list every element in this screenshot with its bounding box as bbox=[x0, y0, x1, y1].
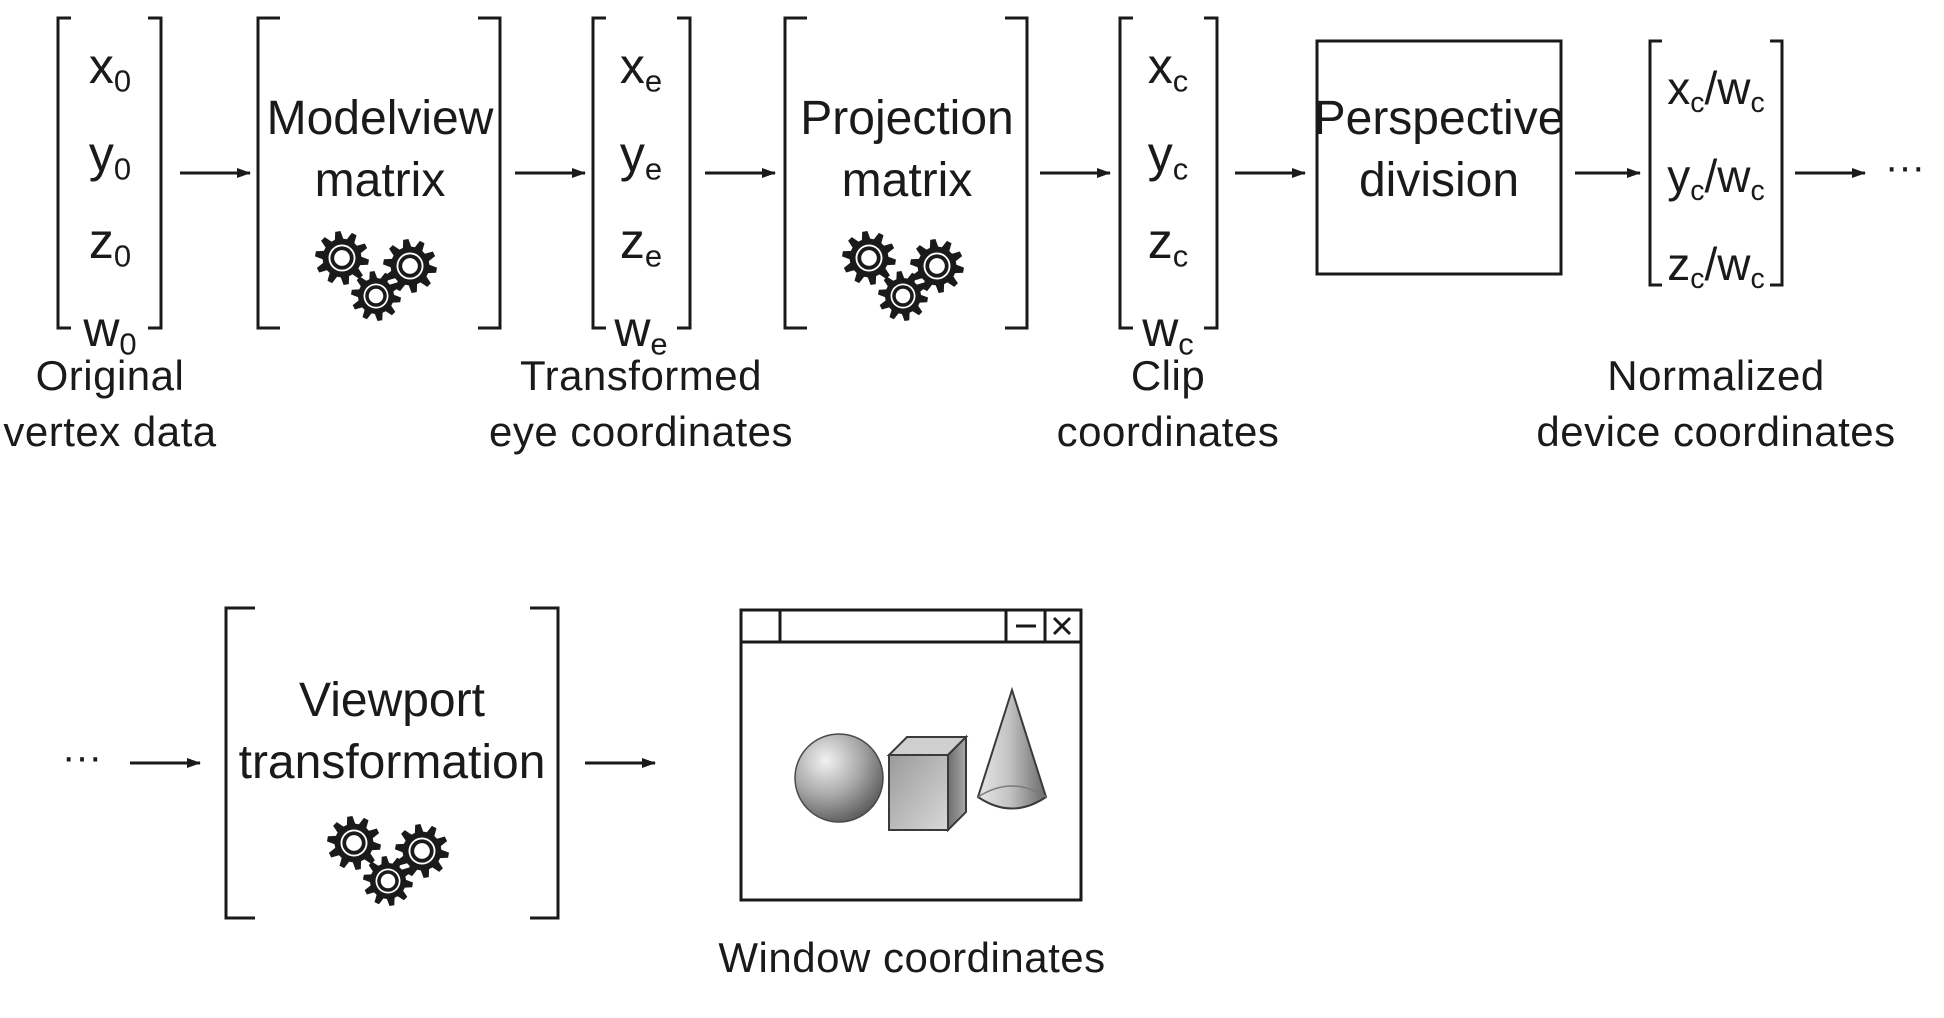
vector-row: wc bbox=[1142, 301, 1194, 362]
perspective-box bbox=[1315, 39, 1563, 276]
eye-vector: xe ye ze we bbox=[614, 30, 667, 381]
bracket-eye bbox=[591, 16, 692, 330]
sphere-shape bbox=[794, 733, 884, 823]
vector-row: zc bbox=[1147, 213, 1189, 275]
bracket-clip bbox=[1118, 16, 1219, 330]
bracket-ndc bbox=[1648, 39, 1784, 287]
caption-ndc: Normalized device coordinates bbox=[1536, 352, 1896, 455]
caption-clip-coordinates: Clip coordinates bbox=[1056, 352, 1280, 455]
projection-label: Projection matrix bbox=[800, 92, 1014, 207]
vector-row: yc/wc bbox=[1667, 149, 1765, 207]
original-vertex-vector: x0 y0 z0 w0 bbox=[83, 30, 136, 381]
caption-eye-coordinates: Transformed eye coordinates bbox=[488, 352, 794, 455]
continuation-dots-end: ··· bbox=[1885, 145, 1925, 189]
perspective-label: Perspective division bbox=[1313, 92, 1565, 207]
caption-original-vertex: Original vertex data bbox=[3, 352, 217, 455]
viewport-label: Viewport transformation bbox=[238, 674, 546, 789]
gear-hub bbox=[365, 285, 387, 307]
gears-icon bbox=[315, 231, 437, 321]
gear-hub bbox=[857, 246, 881, 270]
clip-vector: xc yc zc wc bbox=[1142, 30, 1194, 381]
vector-row: y0 bbox=[88, 125, 132, 187]
continuation-dots-start: ··· bbox=[62, 735, 102, 779]
cube-shape bbox=[886, 734, 969, 833]
window-illustration bbox=[739, 608, 1083, 902]
close-icon bbox=[1043, 610, 1072, 642]
gear-hub bbox=[377, 870, 399, 892]
bracket-projection bbox=[783, 16, 1029, 330]
vector-row: x0 bbox=[88, 38, 132, 99]
vector-row: ze bbox=[619, 213, 663, 275]
vector-row: xe bbox=[619, 38, 663, 99]
caption-window-coordinates: Window coordinates bbox=[718, 934, 1106, 981]
vector-row: w0 bbox=[83, 301, 137, 362]
ndc-vector: xc/wc yc/wc zc/wc bbox=[1667, 52, 1765, 316]
bracket-modelview bbox=[256, 16, 502, 330]
gear-hub bbox=[398, 254, 422, 278]
gear-hub bbox=[330, 246, 354, 270]
vector-row: we bbox=[614, 301, 668, 362]
gear-hub bbox=[342, 831, 366, 855]
gears-icon bbox=[327, 816, 449, 906]
bracket-viewport bbox=[224, 606, 560, 920]
vector-row: xc bbox=[1147, 38, 1189, 99]
gear-hub bbox=[410, 839, 434, 863]
vector-row: yc bbox=[1147, 125, 1189, 187]
minimize-icon bbox=[1004, 610, 1036, 642]
gear-hub bbox=[925, 254, 949, 278]
modelview-label: Modelview matrix bbox=[266, 92, 494, 207]
vector-row: zc/wc bbox=[1667, 237, 1765, 295]
cone-shape bbox=[976, 686, 1048, 810]
gear-hub bbox=[892, 285, 914, 307]
vector-row: xc/wc bbox=[1667, 62, 1765, 119]
gears-icon bbox=[842, 231, 964, 321]
bracket-original bbox=[56, 16, 163, 330]
vector-row: ye bbox=[619, 125, 663, 187]
vector-row: z0 bbox=[88, 213, 132, 275]
